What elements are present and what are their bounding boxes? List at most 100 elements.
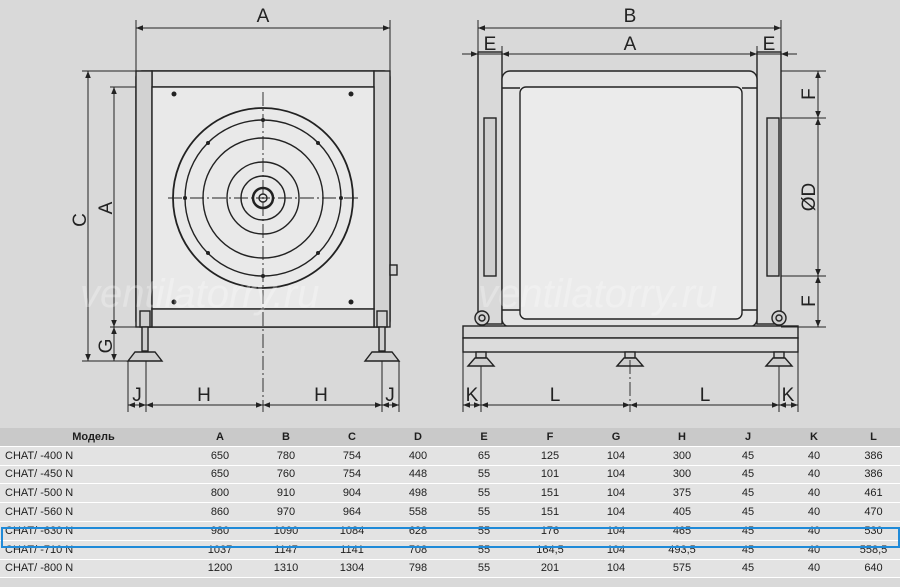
value-cell: 1141 — [319, 540, 385, 560]
dim-label-l-left: L — [550, 385, 561, 406]
value-cell: 386 — [847, 446, 900, 466]
value-cell: 55 — [451, 483, 517, 504]
value-cell: 640 — [847, 559, 900, 579]
dim-label-k-right: K — [782, 385, 795, 406]
value-cell: 65 — [451, 446, 517, 466]
value-cell: 151 — [517, 483, 583, 504]
dim-label-k-left: K — [466, 385, 479, 406]
side-view — [462, 51, 799, 367]
value-cell: 1304 — [319, 559, 385, 579]
value-cell: 1090 — [253, 521, 319, 541]
value-cell: 800 — [187, 483, 253, 504]
value-cell: 1084 — [319, 521, 385, 541]
value-cell: 448 — [385, 465, 451, 485]
column-header-b: B — [253, 428, 319, 447]
value-cell: 176 — [517, 521, 583, 541]
dim-label-a-side: A — [624, 34, 637, 55]
value-cell: 104 — [583, 483, 649, 504]
column-header-c: C — [319, 428, 385, 447]
value-cell: 300 — [649, 446, 715, 466]
value-cell: 558 — [385, 502, 451, 522]
model-cell: CHAT/ -800 N — [0, 559, 187, 579]
value-cell: 125 — [517, 446, 583, 466]
value-cell: 40 — [781, 483, 847, 504]
value-cell: 55 — [451, 559, 517, 579]
value-cell: 575 — [649, 559, 715, 579]
watermark-right: ventilatorry.ru — [478, 272, 717, 316]
value-cell: 201 — [517, 559, 583, 579]
value-cell: 45 — [715, 483, 781, 504]
value-cell: 760 — [253, 465, 319, 485]
value-cell: 45 — [715, 446, 781, 466]
value-cell: 101 — [517, 465, 583, 485]
value-cell: 151 — [517, 502, 583, 522]
value-cell: 904 — [319, 483, 385, 504]
value-cell: 40 — [781, 465, 847, 485]
column-header-f: F — [517, 428, 583, 447]
dim-label-g: G — [96, 339, 117, 354]
column-header-d: D — [385, 428, 451, 447]
value-cell: 55 — [451, 521, 517, 541]
value-cell: 55 — [451, 540, 517, 560]
value-cell: 1037 — [187, 540, 253, 560]
dim-label-l-right: L — [700, 385, 711, 406]
model-cell: CHAT/ -630 N — [0, 521, 187, 541]
column-header-model: Модель — [0, 428, 187, 447]
front-view — [126, 70, 401, 362]
value-cell: 980 — [187, 521, 253, 541]
dim-label-e-right: E — [763, 34, 776, 55]
dim-label-h-right: H — [314, 385, 328, 406]
value-cell: 1147 — [253, 540, 319, 560]
column-header-k: K — [781, 428, 847, 447]
watermark-left: ventilatorry.ru — [80, 272, 319, 316]
value-cell: 754 — [319, 446, 385, 466]
value-cell: 650 — [187, 446, 253, 466]
model-cell: CHAT/ -500 N — [0, 483, 187, 504]
value-cell: 40 — [781, 502, 847, 522]
value-cell: 754 — [319, 465, 385, 485]
value-cell: 798 — [385, 559, 451, 579]
dim-label-j-right: J — [385, 385, 395, 406]
column-header-e: E — [451, 428, 517, 447]
value-cell: 40 — [781, 540, 847, 560]
value-cell: 470 — [847, 502, 900, 522]
value-cell: 164,5 — [517, 540, 583, 560]
dim-label-f-bottom: F — [799, 295, 820, 307]
value-cell: 386 — [847, 465, 900, 485]
value-cell: 45 — [715, 559, 781, 579]
value-cell: 45 — [715, 465, 781, 485]
value-cell: 400 — [385, 446, 451, 466]
model-cell: CHAT/ -400 N — [0, 446, 187, 466]
column-header-g: G — [583, 428, 649, 447]
value-cell: 910 — [253, 483, 319, 504]
dim-label-a-vertical: A — [96, 201, 117, 214]
value-cell: 860 — [187, 502, 253, 522]
column-header-a: A — [187, 428, 253, 447]
value-cell: 40 — [781, 446, 847, 466]
side-dimensions — [462, 20, 826, 412]
front-dimensions — [82, 20, 400, 412]
value-cell: 55 — [451, 502, 517, 522]
dim-label-j-left: J — [132, 385, 142, 406]
dim-label-c: C — [70, 213, 91, 227]
value-cell: 465 — [649, 521, 715, 541]
model-cell: CHAT/ -560 N — [0, 502, 187, 522]
value-cell: 498 — [385, 483, 451, 504]
dim-label-h-left: H — [197, 385, 211, 406]
value-cell: 628 — [385, 521, 451, 541]
value-cell: 104 — [583, 521, 649, 541]
front-centerlines — [168, 92, 358, 412]
value-cell: 780 — [253, 446, 319, 466]
model-cell: CHAT/ -450 N — [0, 465, 187, 485]
value-cell: 55 — [451, 465, 517, 485]
value-cell: 964 — [319, 502, 385, 522]
technical-drawing: A C A G J H H J B A E E F ØD F K L L K v… — [70, 6, 826, 412]
column-header-h: H — [649, 428, 715, 447]
